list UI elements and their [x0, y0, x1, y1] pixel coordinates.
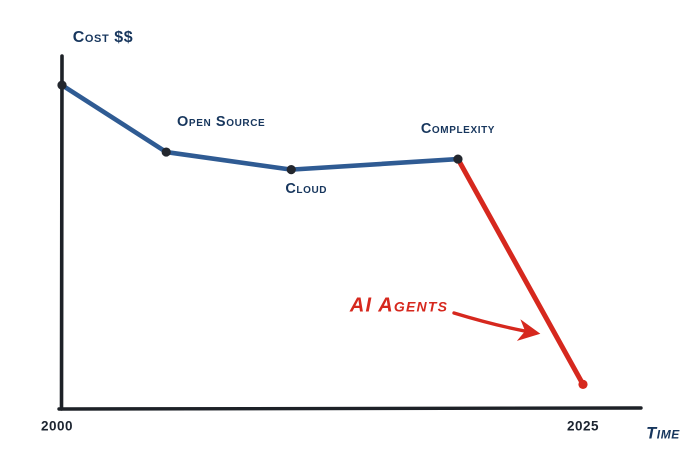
data-point-dot [286, 165, 296, 175]
x-axis-label: Time [646, 424, 680, 443]
data-point-dot [453, 154, 463, 164]
ai-drop-endpoint-dot [578, 379, 588, 389]
point-label-open-source: Open Source [177, 114, 266, 131]
data-point-dot [161, 147, 171, 157]
x-tick-2000: 2000 [40, 418, 74, 434]
infrastructure-cost-line [59, 82, 461, 172]
x-tick-2025: 2025 [566, 418, 600, 434]
y-axis-line [59, 54, 64, 411]
data-point-dot [57, 80, 67, 90]
x-axis-line [57, 406, 643, 411]
y-axis-title: Cost $$ [72, 29, 134, 46]
point-label-complexity: Complexity [420, 121, 496, 138]
annotation-arrow [452, 311, 541, 341]
ai-agents-drop-line [455, 156, 586, 387]
annotation-ai-agents: AI Agents [349, 294, 449, 317]
point-label-cloud: Cloud [285, 180, 328, 197]
